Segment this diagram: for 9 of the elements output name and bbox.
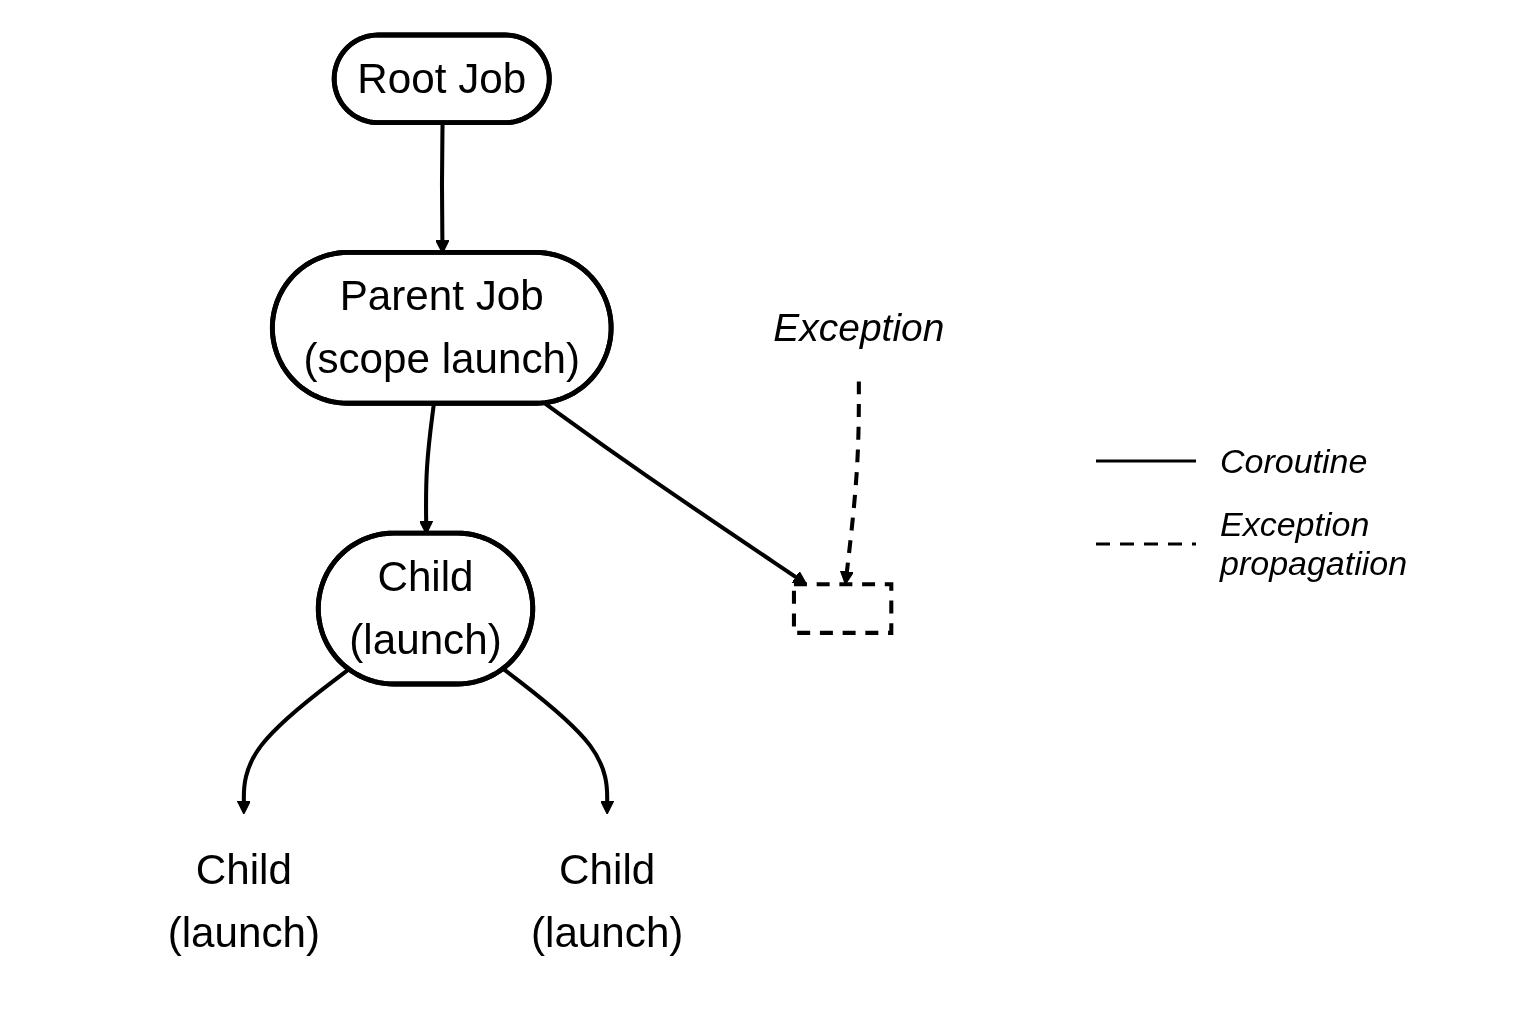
node-text: Child (launch) xyxy=(530,844,684,957)
arrow xyxy=(839,381,861,585)
arrow xyxy=(502,667,615,815)
arrow xyxy=(236,667,350,815)
legend-label: Coroutine xyxy=(1220,441,1368,481)
node-text: Exception xyxy=(773,305,945,349)
node-bar xyxy=(791,582,894,635)
legend-label: Exception propagatiion xyxy=(1220,504,1409,583)
node-text: Child (launch) xyxy=(167,844,321,957)
